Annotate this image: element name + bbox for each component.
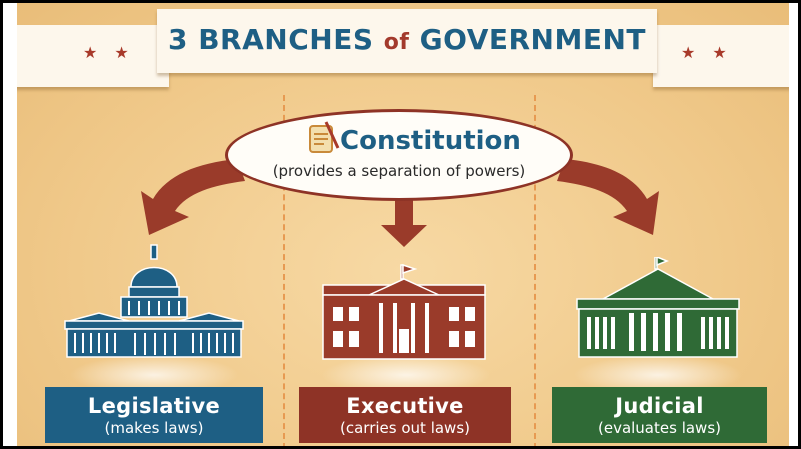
- judicial-name: Judicial: [615, 394, 704, 418]
- arrows-graphic: [141, 159, 659, 247]
- ribbon-right: [653, 25, 789, 87]
- ribbon-left: [17, 25, 169, 87]
- column-divider-right: [534, 95, 536, 446]
- arrow-left-icon: [141, 159, 245, 235]
- title-of: of: [383, 30, 410, 55]
- column-divider-left: [283, 95, 285, 446]
- executive-label: Executive (carries out laws): [299, 387, 511, 443]
- title-part-2: GOVERNMENT: [409, 23, 647, 56]
- scroll-icon: [309, 121, 340, 153]
- legislative-name: Legislative: [87, 394, 221, 418]
- constitution-title: Constitution: [340, 126, 521, 156]
- arrow-down-icon: [381, 199, 427, 247]
- legislative-description: (makes laws): [104, 419, 204, 437]
- infographic: ★ ★ ★ ★ 3 BRANCHES of GOVERNMENT: [17, 3, 789, 446]
- supreme-court-icon: [576, 257, 740, 358]
- judicial-description: (evaluates laws): [597, 419, 721, 437]
- white-house-icon: [322, 263, 486, 360]
- constitution-subtitle: (provides a separation of powers): [272, 162, 526, 180]
- legislative-label: Legislative (makes laws): [45, 387, 263, 443]
- stars-left-icon: ★ ★: [83, 43, 135, 62]
- capitol-building-icon: [64, 244, 244, 358]
- title-part-1: 3 BRANCHES: [167, 23, 384, 56]
- constitution-oval: Constitution (provides a separation of p…: [225, 109, 573, 201]
- executive-name: Executive: [346, 394, 464, 418]
- stars-right-icon: ★ ★: [681, 43, 733, 62]
- arrow-right-icon: [557, 159, 659, 235]
- judicial-label: Judicial (evaluates laws): [552, 387, 767, 443]
- title-banner: 3 BRANCHES of GOVERNMENT: [157, 9, 657, 73]
- executive-description: (carries out laws): [340, 419, 470, 437]
- page-title: 3 BRANCHES of GOVERNMENT: [157, 23, 657, 56]
